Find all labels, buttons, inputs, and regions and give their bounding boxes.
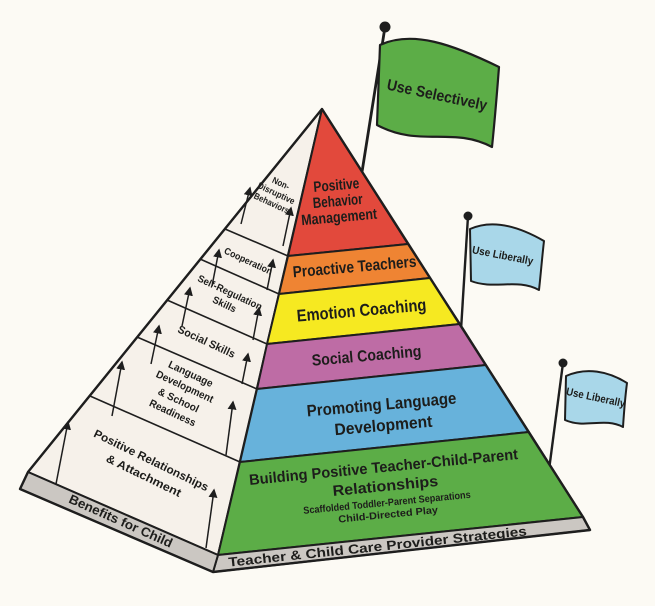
flag-pole-knob bbox=[558, 358, 568, 368]
up-arrow-icon bbox=[240, 186, 253, 225]
up-arrow-icon bbox=[181, 286, 193, 327]
up-arrow-icon bbox=[205, 488, 218, 549]
flag-icon bbox=[564, 370, 628, 428]
up-arrow-icon bbox=[211, 248, 222, 287]
up-arrow-icon bbox=[111, 360, 126, 417]
flag-use-selectively: Use Selectively bbox=[360, 21, 501, 173]
up-arrow-icon bbox=[150, 324, 162, 365]
label-line: Positive bbox=[313, 175, 360, 196]
flag-pole bbox=[547, 362, 565, 471]
left-face-arrows bbox=[55, 186, 294, 549]
band-label-positive-behavior-management: Positive Behavior Management bbox=[301, 175, 378, 230]
pyramid-front-face bbox=[217, 108, 584, 556]
left-face-dividers bbox=[89, 228, 289, 463]
flag-use-liberally-upper: Use Liberally bbox=[459, 211, 545, 331]
up-arrow-icon bbox=[225, 400, 237, 456]
flag-pole-knob bbox=[379, 21, 391, 33]
label-line: Behavior bbox=[312, 191, 363, 212]
up-arrow-icon bbox=[252, 306, 263, 341]
label-line: Management bbox=[301, 206, 378, 230]
flag-pole bbox=[459, 215, 470, 331]
flag-use-liberally-lower: Use Liberally bbox=[547, 358, 628, 471]
up-arrow-icon bbox=[282, 206, 294, 247]
flag-pole-knob bbox=[463, 211, 473, 221]
up-arrow-icon bbox=[55, 420, 71, 485]
pyramid-left-face: Non- Disruptive Behaviors Cooperation Se… bbox=[27, 108, 323, 556]
flag-icon bbox=[375, 37, 501, 149]
up-arrow-icon bbox=[241, 352, 251, 385]
flag-icon bbox=[469, 223, 545, 291]
pyramid-outline bbox=[18, 107, 592, 574]
up-arrow-icon bbox=[266, 258, 276, 291]
